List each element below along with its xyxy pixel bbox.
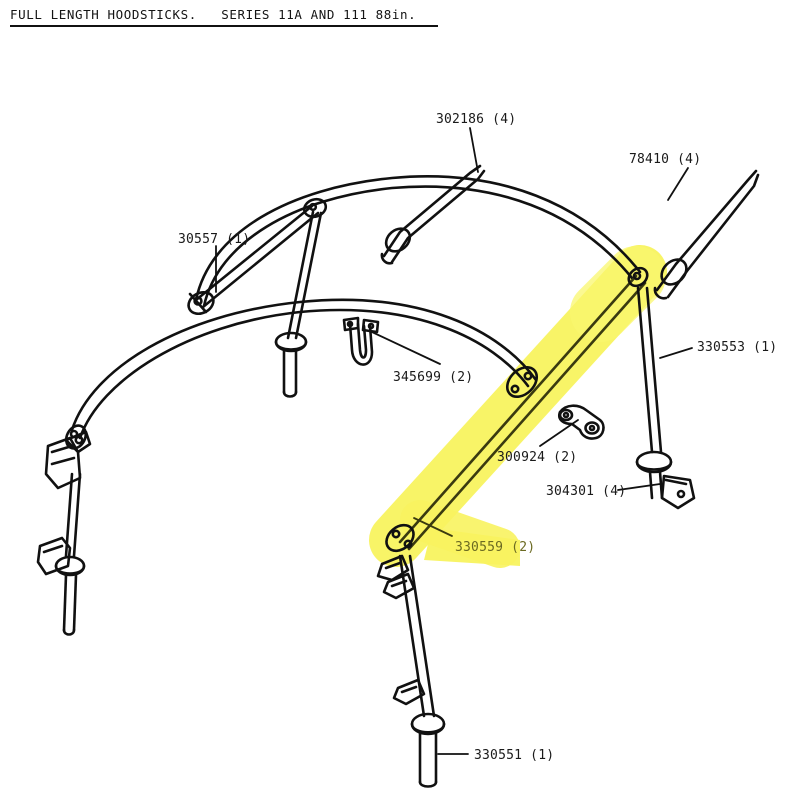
page-title: FULL LENGTH HOODSTICKS. SERIES 11A AND 1… bbox=[10, 7, 417, 22]
bracket-collar-left-lower bbox=[36, 536, 86, 636]
callout-label-330553: 330553 (1) bbox=[697, 340, 778, 355]
callout-label-345699: 345699 (2) bbox=[393, 370, 474, 385]
pivot-joint-bottom-diagonal bbox=[385, 523, 415, 553]
bracket-front-leg-upper bbox=[376, 554, 416, 600]
tapered-peg-302186 bbox=[380, 164, 486, 265]
leader-330559 bbox=[413, 517, 453, 537]
bracket-300924 bbox=[558, 404, 605, 440]
tapered-pin-78410 bbox=[653, 169, 760, 300]
clamp-joint-mid-diagonal bbox=[505, 365, 539, 399]
linework-group bbox=[36, 164, 760, 788]
hoodstick-diagonal-330559 bbox=[398, 274, 647, 551]
leader-lines-group bbox=[215, 127, 693, 755]
leader-78410 bbox=[667, 167, 689, 201]
leader-330553 bbox=[659, 347, 693, 359]
callout-label-330559: 330559 (2) bbox=[455, 540, 536, 555]
pivot-joint-top-left bbox=[302, 197, 328, 219]
title-block: FULL LENGTH HOODSTICKS. SERIES 11A AND 1… bbox=[10, 7, 440, 27]
hoodstick-bow-rear bbox=[194, 175, 642, 308]
callout-label-30557: 30557 (1) bbox=[178, 232, 251, 247]
title-underline bbox=[10, 25, 438, 27]
leader-345699 bbox=[371, 331, 441, 365]
u-clip-345699 bbox=[342, 316, 380, 366]
collar-pin-front-leg bbox=[410, 712, 446, 788]
hoodstick-bow-front bbox=[70, 298, 538, 440]
callout-label-300924: 300924 (2) bbox=[497, 450, 578, 465]
callout-label-304301: 304301 (4) bbox=[546, 484, 627, 499]
collar-pin-center-post bbox=[274, 331, 308, 398]
right-leg-330553 bbox=[636, 286, 663, 454]
bracket-front-leg-lower bbox=[392, 678, 426, 706]
leader-302186 bbox=[469, 127, 479, 173]
leader-300924 bbox=[539, 419, 579, 447]
callout-label-78410: 78410 (4) bbox=[629, 152, 702, 167]
foot-bracket-304301-right bbox=[635, 450, 696, 510]
center-post bbox=[286, 210, 323, 340]
pivot-joint-top-right bbox=[627, 266, 649, 288]
callout-label-330551: 330551 (1) bbox=[474, 748, 555, 763]
bracket-cluster-left-upper bbox=[44, 430, 92, 490]
pivot-joint-left-rear bbox=[187, 290, 215, 316]
leader-304301 bbox=[617, 483, 661, 491]
callout-label-302186: 302186 (4) bbox=[436, 112, 517, 127]
